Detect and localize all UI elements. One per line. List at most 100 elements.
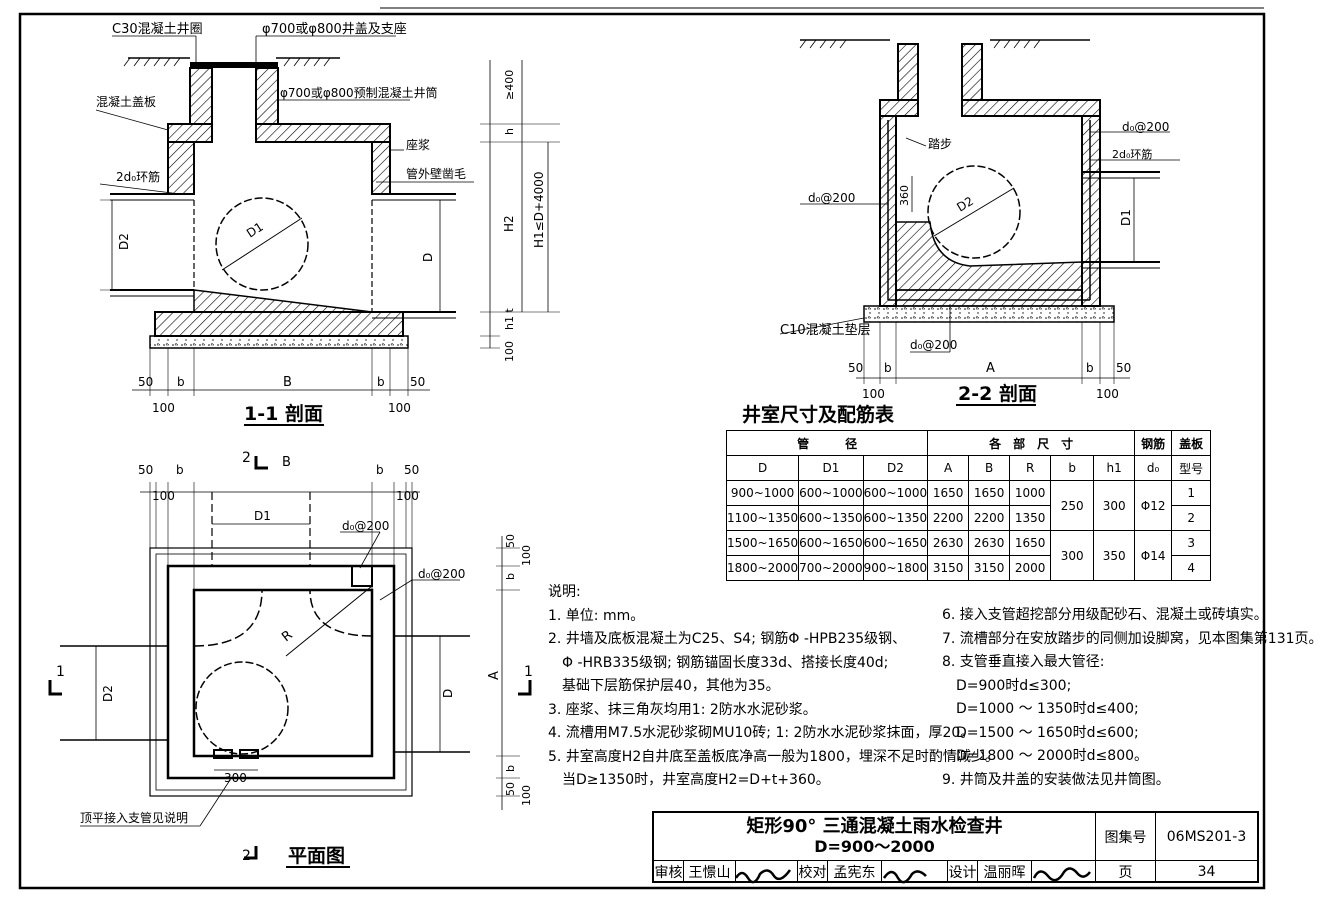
title-block: 矩形90° 三通混凝土雨水检查井 D=900～2000 图集号 06MS201-…: [652, 811, 1259, 883]
plan-b-l: b: [176, 463, 184, 477]
cell: Φ14: [1134, 530, 1173, 581]
cell: 1: [1171, 480, 1212, 506]
label-d0-200-right: d₀@200: [1122, 120, 1169, 134]
drawing-canvas: C30混凝土井圈 φ700或φ800井盖及支座 混凝土盖板 φ700或φ800预…: [18, 7, 1266, 890]
label-h1t: h1 t: [503, 308, 516, 330]
table-title: 井室尺寸及配筋表: [742, 403, 895, 426]
cell: 2200: [927, 505, 970, 531]
label-d1: D1: [244, 220, 266, 241]
checker-name: 孟宪东: [828, 861, 882, 883]
th-rebar: 钢筋: [1134, 430, 1173, 456]
note-item: 2. 井墙及底板混凝土为C25、S4; 钢筋Φ -HPB235级钢、: [548, 631, 907, 647]
label-rough: 管外壁凿毛: [406, 166, 466, 181]
cell: Φ12: [1134, 480, 1173, 531]
cell: 2000: [1009, 555, 1052, 581]
cell: 1650: [1009, 530, 1052, 556]
dimension-table: 管 径 各 部 尺 寸 钢筋 盖板 D D1 D2 A B R b h1 d₀ …: [725, 430, 1212, 581]
cell: 350: [1093, 530, 1136, 581]
checker-sign-cell: [882, 861, 948, 883]
note-item: Φ -HRB335级钢; 钢筋锚固长度33d、搭接长度40d;: [548, 654, 889, 671]
cell: 1350: [1009, 505, 1052, 531]
label-100-22r: 100: [1096, 387, 1119, 401]
cell: 900~1000: [725, 480, 800, 506]
label-50-left: 50: [138, 375, 153, 389]
plan-50-l: 50: [138, 463, 153, 477]
plan-50-v-top: 50: [504, 534, 517, 548]
label-step: 踏步: [928, 137, 952, 151]
drawing-subtitle: D=900～2000: [814, 836, 935, 856]
designer-sign-cell: [1032, 861, 1096, 883]
note-item: D=1500 ～ 1650时d≤600;: [942, 724, 1139, 741]
cell: 1100~1350: [725, 505, 800, 531]
check-label: 校对: [798, 861, 828, 883]
notes-heading: 说明:: [548, 584, 581, 600]
reviewer-sign-cell: [736, 861, 798, 883]
cell: 600~1000: [862, 480, 929, 506]
th-A: A: [927, 455, 970, 481]
cell: 600~1650: [798, 530, 864, 556]
label-mortar: 座浆: [406, 137, 430, 152]
note-item: 基础下层筋保护层40，其他为35。: [548, 678, 780, 694]
cell: 1500~1650: [725, 530, 800, 556]
plan-view: 2 B 50 b b 50 100 100 D1 d₀@200 d₀@200 R…: [48, 450, 533, 868]
label-b-22l: b: [884, 361, 892, 375]
th-h1: h1: [1093, 455, 1136, 481]
plan-50-r: 50: [404, 463, 419, 477]
reviewer-signature: [734, 869, 792, 884]
notes-right: 6. 接入支管超挖部分用级配砂石、混凝土或砖填实。 7. 流槽部分在安放踏步的同…: [942, 604, 1323, 792]
cell: 2200: [968, 505, 1011, 531]
plan-B: B: [282, 455, 291, 470]
plan-d0-200-b: d₀@200: [418, 567, 465, 581]
th-dims: 各 部 尺 寸: [927, 430, 1136, 456]
note-item: 3. 座浆、抹三角灰均用1: 2防水水泥砂浆。: [548, 701, 817, 718]
cell: 1650: [927, 480, 970, 506]
plan-100-v-top: 100: [520, 545, 533, 566]
drawing-sheet: C30混凝土井圈 φ700或φ800井盖及支座 混凝土盖板 φ700或φ800预…: [18, 7, 1266, 890]
table-row: 1800~2000 700~2000 900~1800 3150 3150 20…: [725, 555, 1212, 581]
label-d1-22: D1: [1119, 209, 1133, 226]
cell: 900~1800: [862, 555, 929, 581]
notes-left: 说明: 1. 单位: mm。 2. 井墙及底板混凝土为C25、S4; 钢筋Φ -…: [548, 581, 999, 793]
plan-b-v-top: b: [504, 573, 517, 580]
section-1-1-title: 1-1 剖面: [244, 402, 323, 425]
plan-100-v-bot: 100: [520, 785, 533, 806]
section-2-2: 踏步 d₀@200 2d₀环筋 d₀@200 360 D2 D1 C10混凝土垫…: [779, 39, 1180, 406]
label-b-left: b: [177, 375, 185, 389]
label-slab: 混凝土盖板: [96, 94, 156, 109]
cell: 1800~2000: [725, 555, 800, 581]
label-360: 360: [898, 185, 911, 206]
th-D: D: [725, 455, 800, 481]
plan-branch-note: 顶平接入支管见说明: [80, 810, 188, 825]
label-100-v: 100: [503, 341, 516, 362]
label-cushion: C10混凝土垫层: [780, 322, 871, 338]
note-item: D=900时d≤300;: [942, 677, 1072, 694]
label-hoop-2: 2d₀环筋: [1112, 147, 1152, 161]
cell: 3150: [968, 555, 1011, 581]
label-100-left: 100: [152, 401, 175, 415]
th-B: B: [968, 455, 1011, 481]
label-100-right: 100: [388, 401, 411, 415]
plan-d: D: [441, 689, 455, 698]
plan-cut2-top: 2: [242, 450, 251, 466]
plan-r: R: [279, 628, 295, 645]
atlas-number: 06MS201-3: [1156, 813, 1257, 861]
label-50-right: 50: [410, 375, 425, 389]
cell: 300: [1093, 480, 1136, 531]
cell: 4: [1171, 555, 1212, 581]
th-type: 型号: [1171, 455, 1212, 481]
title-cell: 矩形90° 三通混凝土雨水检查井 D=900～2000: [654, 813, 1096, 861]
label-cover: φ700或φ800井盖及支座: [262, 22, 407, 37]
label-d2: D2: [117, 233, 131, 250]
cell: 600~1650: [862, 530, 929, 556]
label-b-right: b: [377, 375, 385, 389]
label-h1: H1≤D+4000: [532, 171, 546, 248]
cell: 2630: [968, 530, 1011, 556]
label-hoop: 2d₀环筋: [116, 169, 160, 184]
note-item: 6. 接入支管超挖部分用级配砂石、混凝土或砖填实。: [942, 607, 1268, 623]
note-item: 8. 支管垂直接入最大管径:: [942, 654, 1105, 670]
label-B: B: [283, 375, 292, 390]
note-item: D=1800 ～ 2000时d≤800。: [942, 748, 1149, 764]
label-h: h: [503, 128, 516, 135]
design-label: 设计: [948, 861, 978, 883]
cell: 250: [1050, 480, 1095, 531]
